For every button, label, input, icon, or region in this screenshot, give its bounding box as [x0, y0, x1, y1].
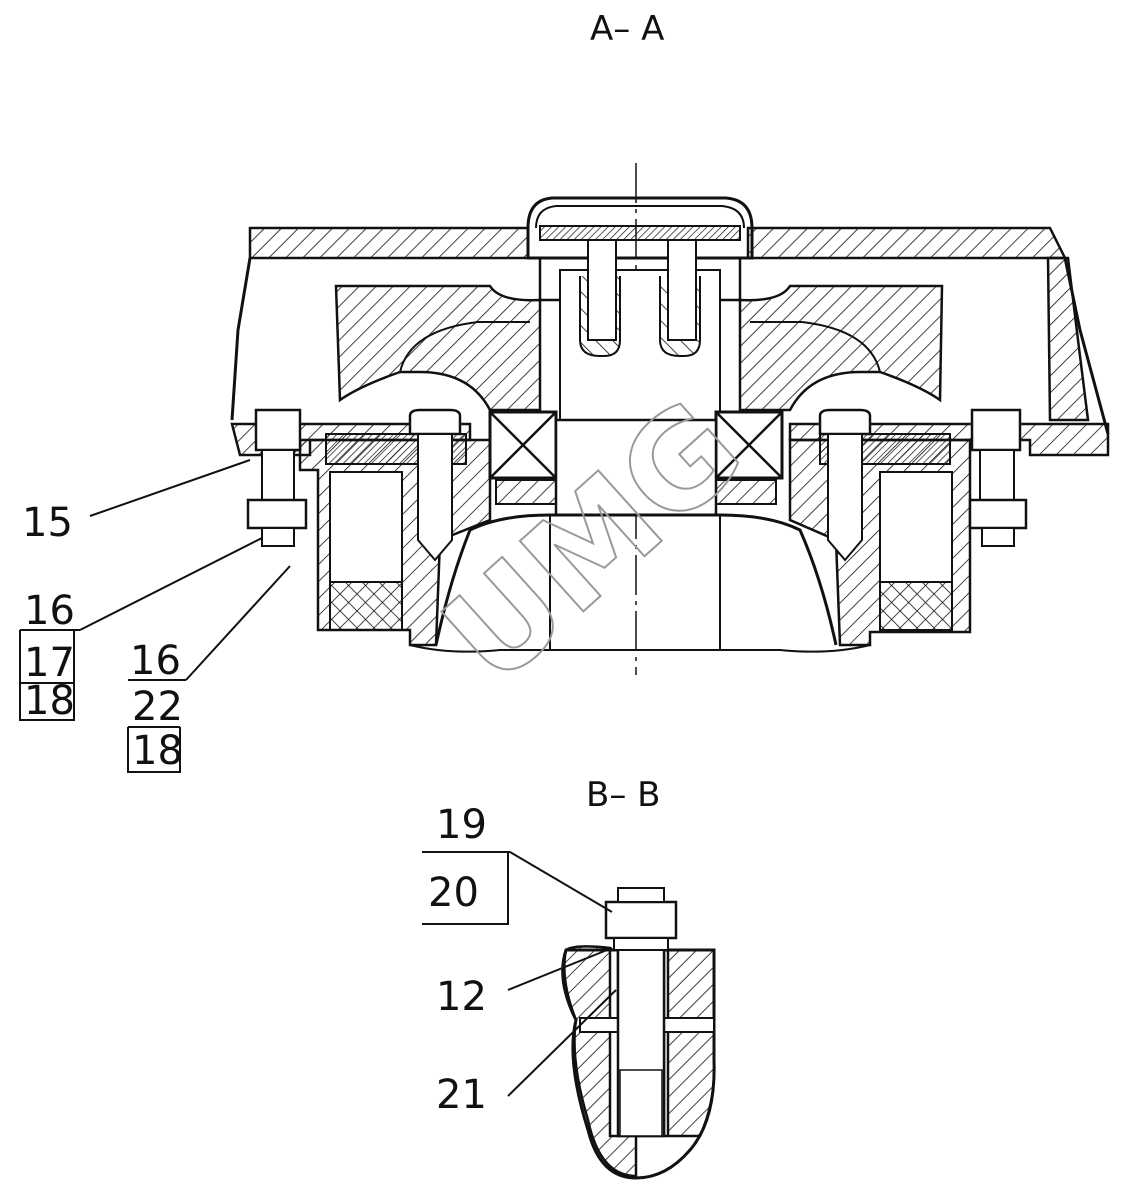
callout-group-b-b: 19 20 12 21: [422, 802, 617, 1118]
top-housing-plate: [248, 226, 530, 260]
bearing-left: [488, 410, 558, 480]
callout-12: 12: [436, 974, 487, 1020]
wheel-right: [738, 284, 944, 412]
callout-18-left: 18: [24, 678, 75, 724]
section-label-a-a: A– A: [590, 9, 664, 49]
bolt-left-inner: [408, 408, 462, 562]
section-label-b-b: B– B: [586, 775, 660, 815]
b-b-nut: [604, 900, 678, 940]
bolt-15-left: [246, 408, 308, 547]
wheel-left: [334, 284, 542, 412]
callout-21: 21: [436, 1072, 487, 1118]
callout-20: 20: [428, 870, 479, 916]
callout-16-left: 16: [24, 588, 75, 634]
section-a-a-view: [230, 163, 1110, 675]
callout-group-a-a: 15 16 17 18 16 22 18: [19, 459, 291, 774]
callout-17: 17: [24, 640, 75, 686]
callout-16-right: 16: [130, 638, 181, 684]
callout-18-right: 18: [132, 728, 183, 774]
bolt-right-outer: [968, 408, 1028, 547]
callout-22: 22: [132, 684, 183, 730]
callout-15: 15: [22, 500, 73, 546]
center-cap: [526, 196, 754, 260]
bolt-right-inner: [818, 408, 872, 562]
callout-19: 19: [436, 802, 487, 848]
section-b-b-view: [561, 887, 716, 1180]
bearing-right: [714, 410, 784, 480]
